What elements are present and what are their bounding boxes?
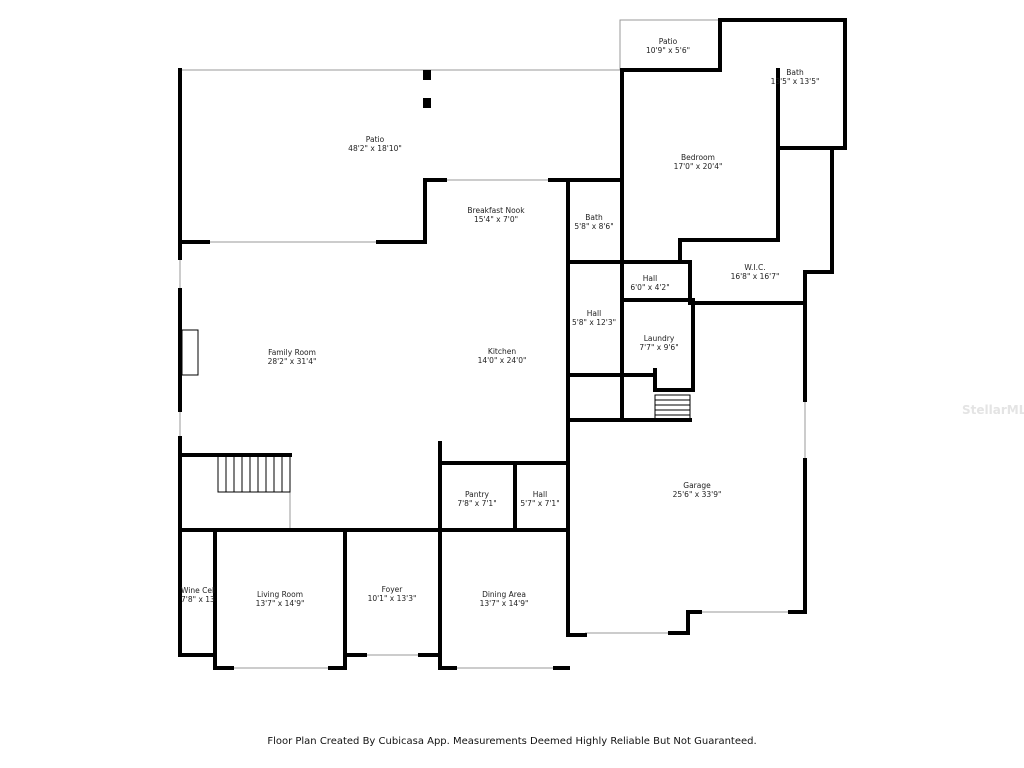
room-name: Hall — [586, 309, 602, 318]
room-dims: 7'7" x 9'6" — [639, 343, 679, 352]
room-dims: 7'8" x 13'3" — [181, 595, 215, 604]
room-name: Patio — [365, 135, 385, 144]
room-name: Garage — [683, 481, 711, 490]
room-dims: 16'8" x 16'7" — [730, 272, 780, 281]
room-dims: 14'0" x 24'0" — [477, 356, 527, 365]
room-name: Family Room — [268, 348, 316, 357]
room-dims: 48'2" x 18'10" — [348, 144, 402, 153]
room-dims: 10'9" x 5'6" — [645, 46, 691, 55]
room-name: Pantry — [464, 490, 489, 499]
room-label-wine-cellar: Wine Cellar7'8" x 13'3" — [181, 586, 215, 604]
room-dims: 5'8" x 12'3" — [571, 318, 617, 327]
room-name: Kitchen — [487, 347, 517, 356]
room-dims: 25'6" x 33'9" — [672, 490, 722, 499]
room-name: Bath — [786, 68, 804, 77]
room-dims: 28'2" x 31'4" — [267, 357, 317, 366]
thin-lines — [179, 19, 806, 669]
room-dims: 5'8" x 8'6" — [574, 222, 614, 231]
room-name: W.I.C. — [744, 263, 766, 272]
room-name: Laundry — [643, 334, 675, 343]
room-name: Hall — [532, 490, 548, 499]
walls — [178, 18, 847, 670]
watermark: StellarMLS — [962, 403, 1024, 417]
room-name: Hall — [642, 274, 658, 283]
room-name: Wine Cellar — [181, 586, 215, 595]
room-name: Bath — [585, 213, 603, 222]
room-name: Bedroom — [681, 153, 715, 162]
room-dims: 13'5" x 13'5" — [770, 77, 820, 86]
room-name: Breakfast Nook — [467, 206, 525, 215]
room-label-wic: W.I.C.16'8" x 16'7" — [731, 263, 780, 281]
room-name: Dining Area — [482, 590, 526, 599]
footer-disclaimer: Floor Plan Created By Cubicasa App. Meas… — [267, 736, 757, 747]
room-dims: 6'0" x 4'2" — [630, 283, 670, 292]
room-name: Patio — [658, 37, 678, 46]
room-name: Living Room — [256, 590, 304, 599]
room-dims: 17'0" x 20'4" — [673, 162, 723, 171]
room-dims: 13'7" x 14'9" — [255, 599, 305, 608]
room-dims: 10'1" x 13'3" — [367, 594, 417, 603]
room-dims: 15'4" x 7'0" — [473, 215, 519, 224]
room-name: Foyer — [381, 585, 403, 594]
room-dims: 5'7" x 7'1" — [520, 499, 560, 508]
room-dims: 13'7" x 14'9" — [479, 599, 529, 608]
room-dims: 7'8" x 7'1" — [457, 499, 497, 508]
stairs — [181, 329, 691, 493]
